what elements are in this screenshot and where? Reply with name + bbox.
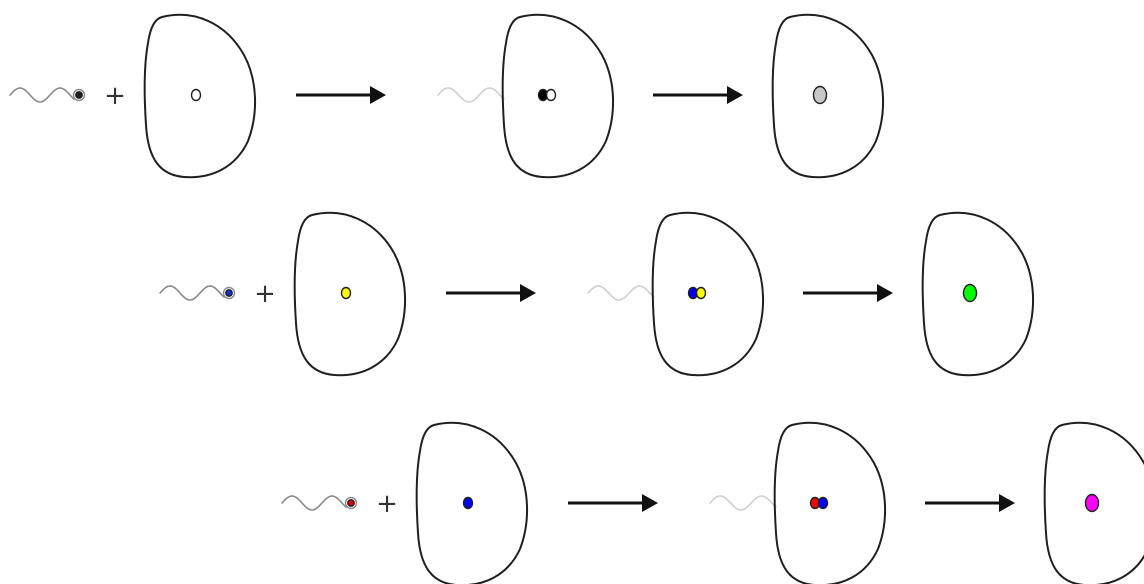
arrow: [568, 494, 658, 512]
faded-sperm-tail: [587, 285, 655, 301]
arrow: [925, 494, 1015, 512]
egg-pronucleus: [545, 88, 557, 102]
arrow-head: [877, 284, 893, 302]
sperm-tail: [9, 87, 75, 103]
faded-sperm-tail: [437, 87, 505, 103]
zygote: [1043, 421, 1144, 584]
sperm-nucleus: [225, 289, 233, 297]
fertilized-egg-membrane: [773, 421, 887, 584]
arrow-head: [642, 494, 658, 512]
egg-nucleus: [340, 286, 352, 300]
arrow-head: [727, 86, 743, 104]
egg-cell: [415, 421, 529, 584]
arrow: [803, 284, 893, 302]
egg-nucleus: [462, 496, 474, 510]
sperm-tail: [159, 285, 225, 301]
egg-cell: [293, 211, 407, 377]
plus-sign: +: [104, 81, 126, 111]
egg-nucleus: [190, 88, 202, 102]
sperm: [159, 285, 236, 301]
zygote: [771, 13, 885, 179]
fertilization-row-3: +: [281, 421, 1144, 584]
egg-cell: [143, 13, 257, 179]
sperm-tail: [281, 495, 347, 511]
egg-pronucleus: [817, 496, 829, 510]
fertilized-egg-membrane: [501, 13, 615, 179]
fertilized-egg: [709, 421, 887, 584]
zygote-nucleus: [962, 283, 978, 303]
arrow: [446, 284, 536, 302]
fertilized-egg-membrane: [651, 211, 765, 377]
plus-sign: +: [254, 279, 276, 309]
arrow-head: [370, 86, 386, 104]
sperm: [9, 87, 86, 103]
fertilized-egg: [587, 211, 765, 377]
fertilization-row-2: +: [159, 211, 1035, 377]
fertilization-row-1: +: [9, 13, 885, 179]
sperm: [281, 495, 358, 511]
zygote-membrane: [921, 211, 1035, 377]
arrow-head: [520, 284, 536, 302]
zygote-nucleus: [1084, 493, 1100, 513]
sperm-nucleus: [347, 499, 355, 507]
arrow: [653, 86, 743, 104]
arrow: [296, 86, 386, 104]
egg-pronucleus: [695, 286, 707, 300]
zygote-membrane: [771, 13, 885, 179]
faded-sperm-tail: [709, 495, 777, 511]
zygote: [921, 211, 1035, 377]
sperm-nucleus: [75, 91, 83, 99]
zygote-nucleus: [812, 85, 828, 105]
arrow-head: [999, 494, 1015, 512]
fertilized-egg: [437, 13, 615, 179]
plus-sign: +: [376, 489, 398, 519]
